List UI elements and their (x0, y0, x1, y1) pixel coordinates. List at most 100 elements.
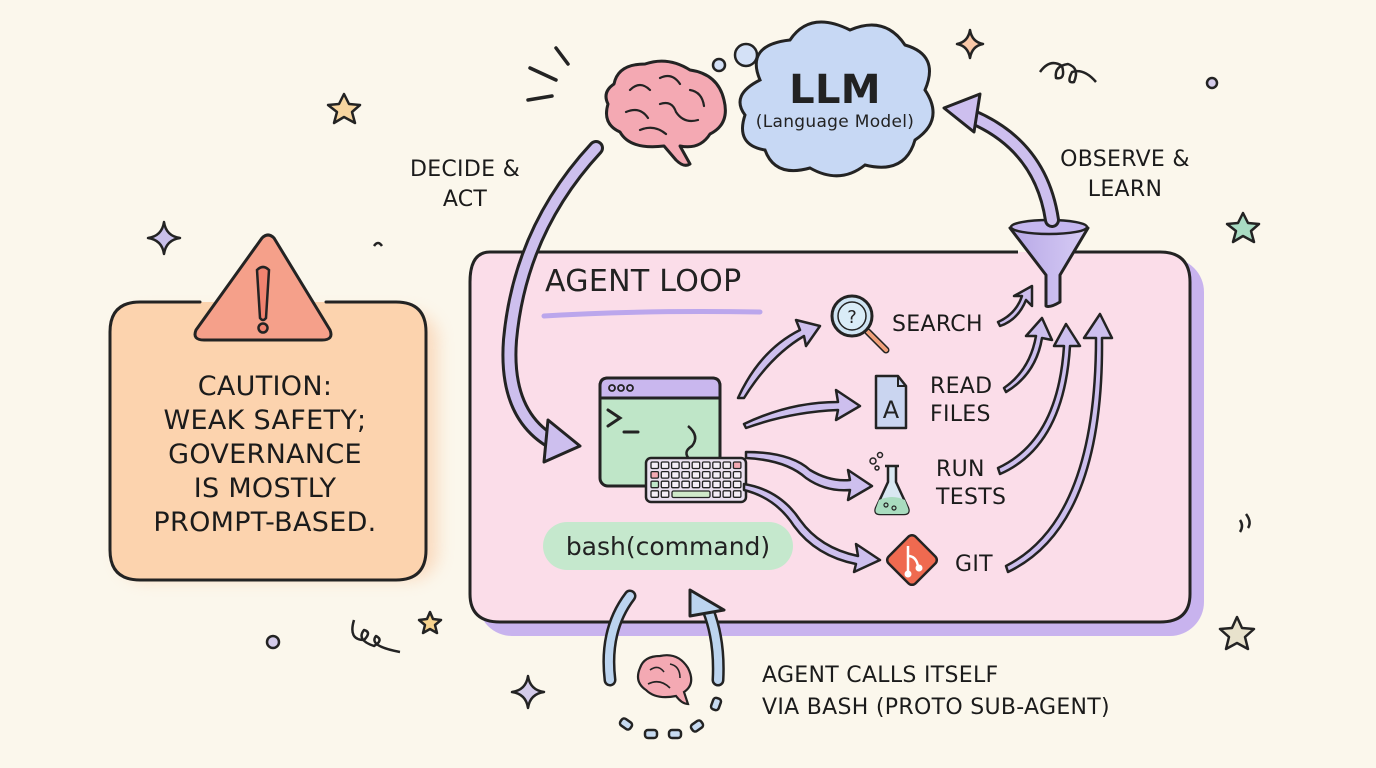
small-brain-icon (636, 654, 693, 706)
dot-icon (265, 634, 281, 650)
keyboard-key (712, 461, 721, 470)
llm-thought-cloud (711, 20, 935, 178)
star-icon (326, 92, 362, 125)
caution-line: WEAK SAFETY; (163, 405, 367, 436)
tick-marks (1238, 513, 1251, 533)
warning-triangle-icon (193, 233, 333, 342)
return-from-run-tests (996, 322, 1082, 476)
keyboard-key (681, 461, 691, 470)
return-from-search (996, 284, 1034, 328)
tool-arrows (736, 318, 882, 574)
keyboard-key (701, 480, 711, 489)
keyboard-key (650, 461, 660, 470)
caution-box (108, 300, 438, 582)
brain-icon (604, 59, 727, 167)
keyboard-key (732, 461, 742, 470)
label-line: OBSERVE & (1060, 147, 1190, 172)
keyboard-key (660, 470, 670, 479)
keyboard-key (701, 470, 711, 479)
svg-text:A: A (883, 396, 900, 424)
label-line: AGENT CALLS ITSELF (762, 663, 999, 688)
keyboard-key (732, 480, 742, 489)
keyboard-key (691, 470, 701, 479)
keyboard-key (681, 480, 691, 489)
sparkle-icon (510, 674, 546, 710)
arrow-to-read-files (742, 388, 862, 430)
bash-command-pill: bash(command) (543, 522, 793, 570)
return-arrows (996, 284, 1114, 574)
keyboard-key (650, 480, 660, 489)
label-line: GIT (955, 552, 993, 577)
keyboard-key (732, 490, 742, 498)
squiggle-icon (1038, 61, 1097, 84)
keyboard-key (712, 490, 721, 498)
arrow-to-run-tests (744, 450, 874, 502)
caution-line: GOVERNANCE (168, 439, 362, 470)
emphasis-lines (526, 46, 570, 102)
dot-icon (1205, 76, 1219, 90)
keyboard-key (660, 490, 670, 498)
title-underline (541, 309, 763, 319)
arrow-to-search (736, 318, 822, 400)
star-icon (417, 610, 443, 635)
decide-act-label: DECIDE & ACT (405, 155, 525, 215)
sparkle-icon (146, 220, 182, 256)
return-from-read-files (1002, 316, 1054, 394)
tool-label-run-tests: RUN TESTS (936, 456, 1006, 512)
caution-line: CAUTION: (197, 371, 333, 402)
keyboard-key (722, 480, 732, 489)
magnifier-icon: ? (830, 294, 890, 354)
git-icon (885, 533, 939, 587)
decide-act-arrow (501, 140, 604, 464)
keyboard-key (722, 461, 732, 470)
self-call-loop (602, 588, 726, 740)
keyboard-key (712, 480, 721, 489)
svg-text:?: ? (847, 307, 857, 328)
label-line: TESTS (936, 485, 1007, 510)
star-icon (1225, 211, 1261, 244)
llm-title: LLM (789, 67, 881, 113)
caution-line: IS MOSTLY (193, 473, 337, 504)
keyboard-key (650, 470, 660, 479)
label-line: VIA BASH (PROTO SUB-AGENT) (762, 695, 1110, 720)
sparkle-icon (955, 28, 985, 60)
label-line: LEARN (1087, 177, 1163, 202)
label-line: ACT (442, 187, 488, 212)
label-line: READ (930, 374, 993, 399)
observe-learn-label: OBSERVE & LEARN (1040, 145, 1210, 205)
keyboard-key (670, 470, 680, 479)
arrow-to-git (742, 482, 882, 574)
keyboard-key (681, 470, 691, 479)
keyboard-key (712, 470, 721, 479)
keyboard-icon (644, 456, 748, 504)
decorations (146, 28, 1261, 710)
keyboard-key (691, 480, 701, 489)
caution-text: CAUTION: WEAK SAFETY; GOVERNANCE IS MOST… (110, 370, 420, 540)
caution-line: PROMPT-BASED. (153, 507, 377, 538)
keyboard-key (722, 470, 732, 479)
curl-icon (372, 241, 384, 247)
keyboard-key (701, 461, 711, 470)
agent-loop-title: AGENT LOOP (545, 264, 742, 299)
tool-label-git: GIT (955, 552, 993, 577)
keyboard-key (732, 470, 742, 479)
flask-icon (869, 451, 910, 516)
keyboard-key (660, 480, 670, 489)
keyboard-key (660, 461, 670, 470)
keyboard-key (691, 461, 701, 470)
star-icon (1218, 615, 1256, 651)
self-call-label: AGENT CALLS ITSELF VIA BASH (PROTO SUB-A… (762, 660, 1110, 724)
keyboard-spacebar (671, 490, 711, 499)
label-line: SEARCH (892, 312, 983, 337)
keyboard-key (670, 461, 680, 470)
llm-subtitle: (Language Model) (755, 112, 915, 132)
squiggle-icon (351, 619, 401, 654)
keyboard-key (650, 490, 660, 498)
label-line: FILES (930, 402, 991, 427)
document-icon: A (874, 374, 908, 430)
keyboard-key (722, 490, 732, 498)
label-line: DECIDE & (409, 157, 521, 182)
label-line: RUN (936, 457, 985, 482)
keyboard-key (670, 480, 680, 489)
tool-label-search: SEARCH (892, 312, 983, 337)
